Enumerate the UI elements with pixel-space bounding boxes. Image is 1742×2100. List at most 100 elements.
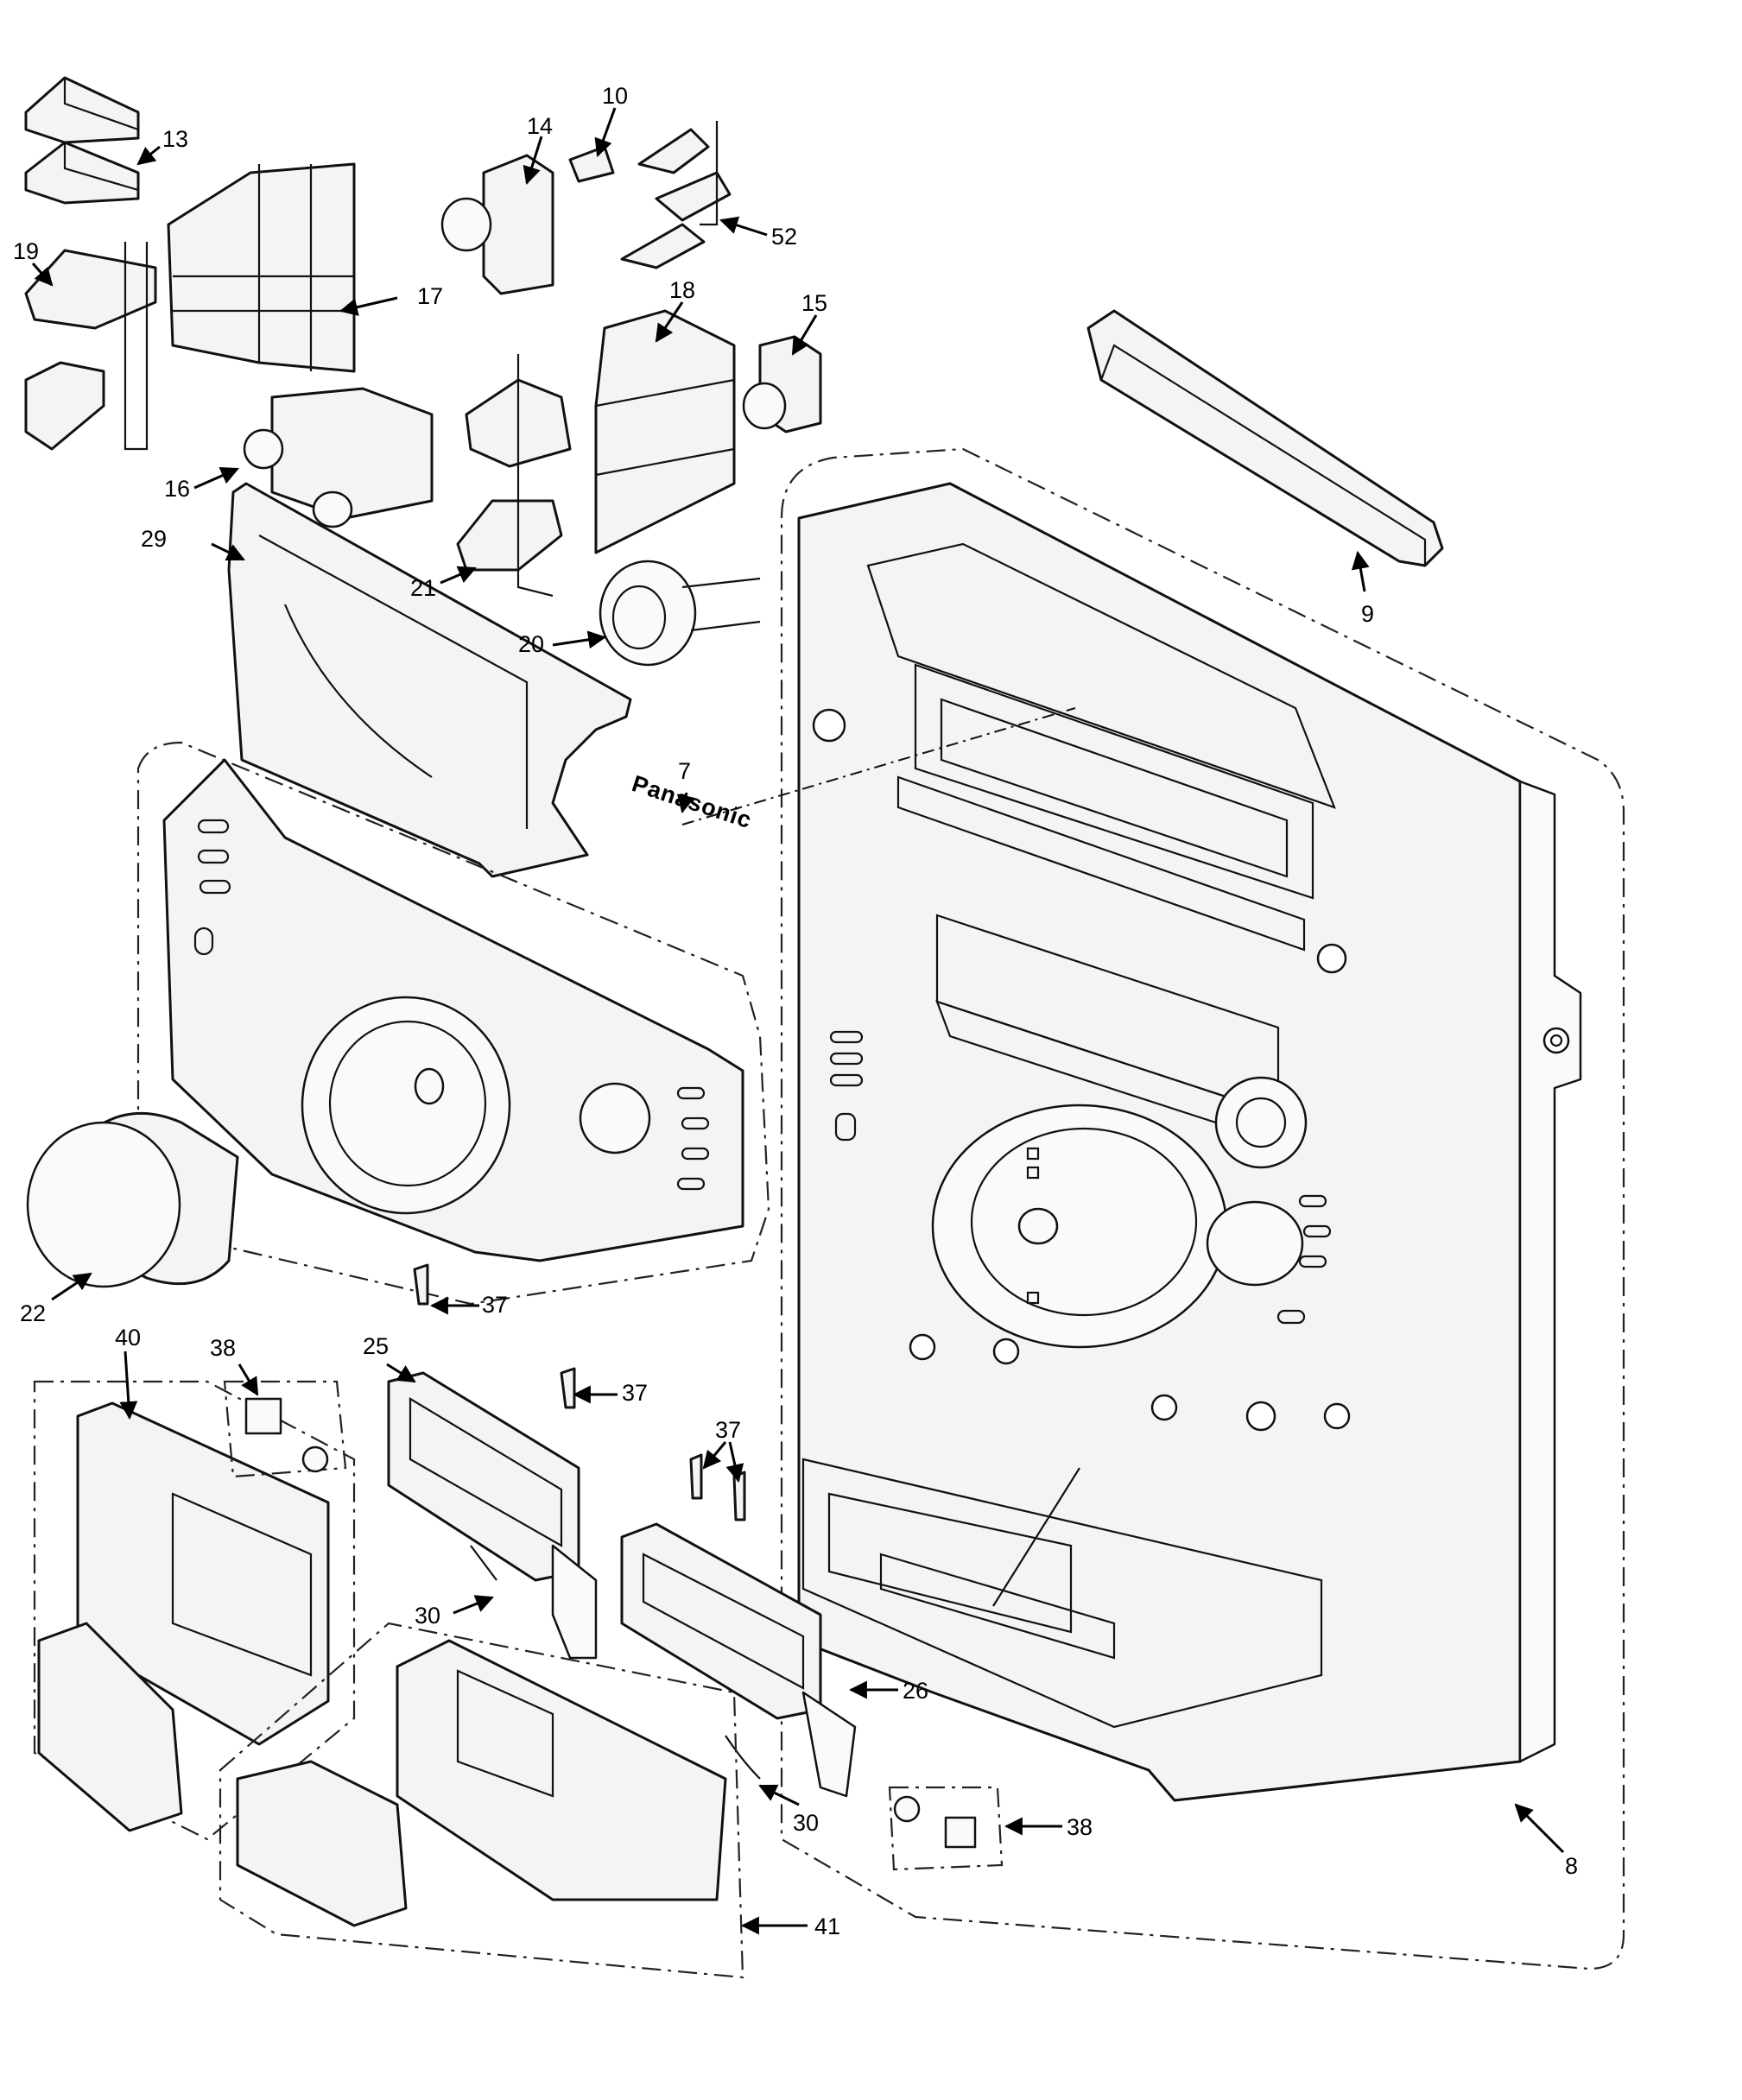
front-panel-slot-2 <box>197 849 230 864</box>
clip-part-10 <box>568 145 615 183</box>
callout-37a: 37 <box>482 1292 508 1318</box>
callout-41: 41 <box>814 1913 840 1939</box>
bracket-part-17 <box>167 162 356 373</box>
cabinet-knob-center <box>1235 1097 1287 1148</box>
callout-19: 19 <box>13 238 39 264</box>
front-panel-tuning-hub <box>414 1067 445 1105</box>
callout-arrow-25 <box>386 1363 416 1383</box>
springs-part-30 <box>470 1545 761 1780</box>
callout-29: 29 <box>141 526 167 552</box>
cassette-bay <box>801 1458 1323 1729</box>
callout-arrow-40 <box>119 1350 138 1420</box>
callout-15: 15 <box>801 290 827 316</box>
shaft-part-16 <box>243 387 434 528</box>
leader-brand-to-cabinet <box>681 707 1076 825</box>
cabinet-top-opening <box>866 542 1336 809</box>
callout-16: 16 <box>164 476 190 502</box>
callout-22: 22 <box>20 1300 46 1326</box>
callout-8: 8 <box>1565 1853 1578 1879</box>
cd-slot-c <box>1026 1291 1040 1305</box>
callout-30a: 30 <box>415 1603 440 1629</box>
mechanism-part-25 <box>387 1371 598 1660</box>
callout-25: 25 <box>363 1333 389 1359</box>
cabinet-button-slot-6 <box>1302 1224 1332 1238</box>
callout-arrow-30b <box>758 1784 800 1806</box>
cabinet-hole-lower-5 <box>1323 1402 1351 1430</box>
front-panel-slot-3 <box>199 879 231 895</box>
callout-arrow-10 <box>594 107 617 157</box>
switch-part-15 <box>742 335 822 433</box>
callout-arrow-15 <box>791 314 818 356</box>
callout-40: 40 <box>115 1325 141 1350</box>
callout-21: 21 <box>410 575 436 601</box>
main-cabinet-part-8 <box>780 447 1625 1970</box>
cabinet-knob-ring <box>1214 1076 1308 1169</box>
callout-17: 17 <box>417 283 443 309</box>
callout-26: 26 <box>903 1678 928 1704</box>
callout-20: 20 <box>518 631 544 657</box>
callout-arrow-16 <box>193 467 239 490</box>
mechanism-part-26 <box>620 1522 857 1798</box>
callout-arrow-20 <box>552 630 607 649</box>
cabinet-upper-rim <box>896 775 1306 952</box>
callout-arrow-37c-2 <box>725 1441 744 1483</box>
callout-arrow-8 <box>1514 1803 1565 1854</box>
callout-arrow-19 <box>31 262 54 287</box>
front-panel-tuning-ring <box>301 996 511 1215</box>
top-bar-part-9 <box>1086 309 1444 567</box>
switch-part-14 <box>440 154 554 295</box>
callout-arrow-18 <box>655 301 684 343</box>
callout-arrow-29 <box>211 542 245 561</box>
cassette-door-part-41 <box>219 1622 744 1979</box>
cabinet-display-window <box>914 663 1314 900</box>
cabinet-button-slot-8 <box>1276 1309 1306 1325</box>
cabinet-group-outline <box>780 447 1625 1970</box>
cabinet-side-panel <box>1518 780 1582 1763</box>
callout-13: 13 <box>162 126 188 152</box>
lever-part-52 <box>620 121 732 269</box>
callout-arrow-17 <box>339 296 398 316</box>
callout-arrow-52 <box>719 216 768 237</box>
side-mount-hole <box>1542 1027 1570 1054</box>
front-panel-slot-7 <box>681 1147 710 1161</box>
callout-18: 18 <box>669 277 695 303</box>
cabinet-button-slot-5 <box>1298 1194 1327 1208</box>
callout-arrow-7 <box>676 792 695 814</box>
callout-38b: 38 <box>1067 1814 1093 1840</box>
cabinet-button-slot-4 <box>834 1112 857 1142</box>
callout-37c: 37 <box>715 1417 741 1443</box>
part-40-group-outline <box>33 1380 356 1841</box>
callout-10: 10 <box>602 83 628 109</box>
cd-turntable-inner <box>970 1127 1198 1317</box>
callout-37b: 37 <box>622 1380 648 1406</box>
cabinet-button-slot-2 <box>829 1052 864 1066</box>
side-mount-hole-inner <box>1549 1034 1563 1047</box>
callout-arrow-38a <box>238 1363 259 1396</box>
front-panel-slot-1 <box>197 819 230 834</box>
cabinet-button-slot-1 <box>829 1030 864 1044</box>
callout-9: 9 <box>1361 601 1374 627</box>
cassette-bay-floor <box>827 1492 1073 1634</box>
cd-spindle <box>1017 1207 1059 1245</box>
callout-arrow-9 <box>1351 550 1370 592</box>
cabinet-hole-lower-1 <box>909 1333 936 1361</box>
cabinet-hole-upper-left <box>812 708 846 743</box>
front-panel-slot-6 <box>681 1116 710 1130</box>
cassette-door-part-40 <box>33 1380 356 1841</box>
front-panel-slot-5 <box>676 1086 706 1100</box>
knob-part-22 <box>26 1111 239 1288</box>
cabinet-display-inner <box>940 698 1289 878</box>
front-panel-jog-knob <box>579 1082 651 1154</box>
callout-arrow-37c-1 <box>702 1441 727 1470</box>
button-part-19 <box>24 242 157 451</box>
part-41-group-outline <box>219 1622 744 1979</box>
callout-38a: 38 <box>210 1335 236 1361</box>
callout-52: 52 <box>771 224 797 250</box>
callout-arrow-13 <box>136 145 161 166</box>
part-38-lower <box>888 1786 1004 1871</box>
callout-arrow-30a <box>453 1595 494 1615</box>
cd-slot-b <box>1026 1166 1040 1180</box>
panel-part-29 <box>227 482 632 878</box>
front-panel-slot-4 <box>193 927 214 956</box>
cabinet-bottom-rail <box>879 1553 1116 1660</box>
